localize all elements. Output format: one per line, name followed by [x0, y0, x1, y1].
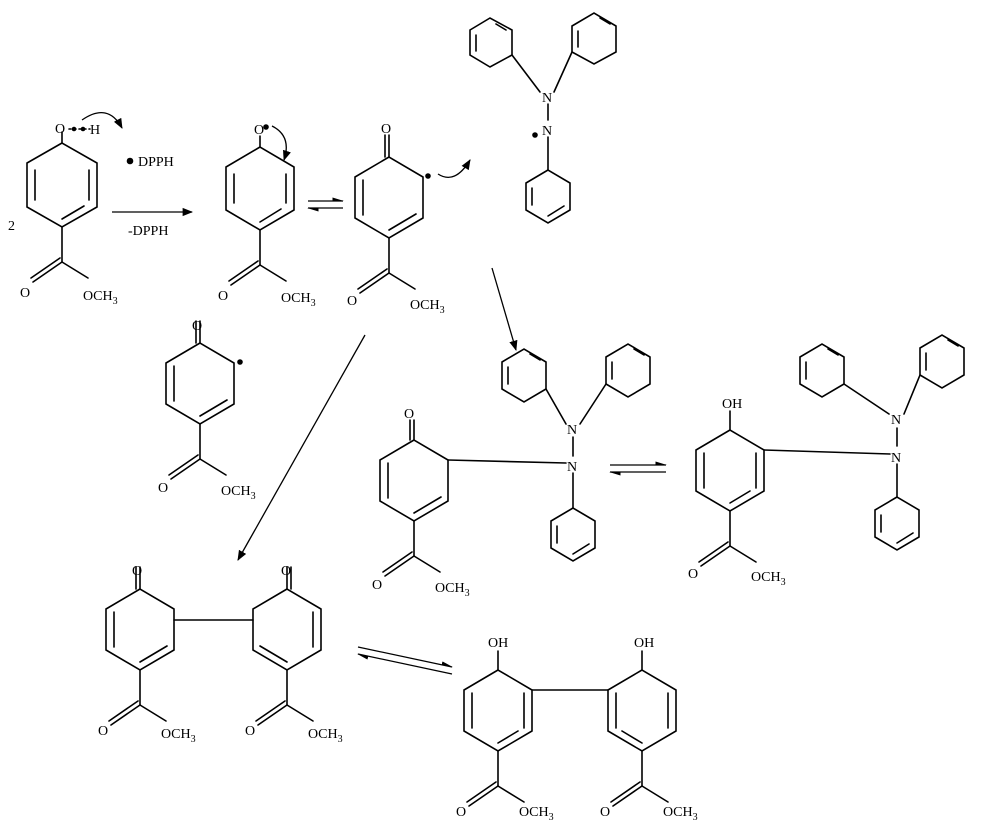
adduct-hydroxyl-label: OH — [722, 397, 742, 412]
methyl-ester-label-5: OCH3 — [435, 581, 470, 599]
ketone-oxygen-label-2: O — [192, 319, 202, 334]
carbonyl-oxygen-label-10: O — [600, 805, 610, 820]
phenoxyl-oxygen-label: O — [254, 123, 264, 138]
adduct-nitrogen-upper-label: N — [567, 423, 577, 438]
methyl-ester-label-9: OCH3 — [519, 805, 554, 822]
adduct-ketone-oxygen-label: O — [404, 407, 414, 422]
equilibrium-arrows-adduct-tautomer — [608, 461, 668, 476]
biphenol-hydroxyl-left-label: OH — [488, 636, 508, 651]
adduct2-nitrogen-upper-label: N — [891, 413, 901, 428]
phenol-oxygen-label: O — [55, 122, 65, 137]
reaction-arrow-dimerization — [237, 334, 366, 561]
methyl-ester-label-6: OCH3 — [751, 570, 786, 588]
dimer-ketone-oxygen-left-label: O — [132, 564, 142, 579]
structure-dpph-adduct-keto: O N N O OCH3 — [372, 343, 651, 599]
carbonyl-oxygen-label-6: O — [688, 567, 698, 582]
methyl-ester-label-2: OCH3 — [281, 291, 316, 309]
methyl-ester-label-10: OCH3 — [663, 805, 698, 822]
biphenol-hydroxyl-right-label: OH — [634, 636, 654, 651]
carbonyl-oxygen-label-4: O — [158, 481, 168, 496]
adduct-nitrogen-lower-label: N — [567, 460, 577, 475]
methyl-ester-label-4: OCH3 — [221, 484, 256, 502]
dpph-radical-label: DPPH — [138, 155, 174, 170]
hydrazyl-nitrogen-1-label: N — [542, 91, 552, 106]
dimer-ketone-oxygen-right-label: O — [281, 564, 291, 579]
carbonyl-oxygen-label-7: O — [98, 724, 108, 739]
methyl-ester-label-7: OCH3 — [161, 727, 196, 745]
hydrazyl-nitrogen-2-label: N — [542, 124, 552, 139]
structure-dimer-keto: O O O OCH3 O OCH3 — [98, 564, 343, 745]
carbonyl-oxygen-label-9: O — [456, 805, 466, 820]
equilibrium-arrows-resonance — [306, 197, 345, 212]
methyl-ester-label: OCH3 — [83, 289, 118, 307]
adduct2-nitrogen-lower-label: N — [891, 451, 901, 466]
structure-cyclohexadienone-radical-2: O O OCH3 — [158, 319, 256, 502]
methyl-ester-label-8: OCH3 — [308, 727, 343, 745]
reaction-arrow-radical-coupling — [491, 267, 518, 351]
equilibrium-arrows-dimer-tautomer — [356, 646, 454, 675]
minus-dpph-label: -DPPH — [128, 224, 168, 239]
carbonyl-oxygen-label: O — [20, 286, 30, 301]
structure-dpph-radical: N N — [469, 12, 617, 224]
stoichiometric-coefficient: 2 — [8, 219, 15, 234]
structure-cyclohexadienone-radical: O O OCH3 — [347, 122, 471, 316]
carbonyl-oxygen-label-3: O — [347, 294, 357, 309]
structure-phenoxyl-radical: O O OCH3 — [218, 123, 316, 309]
carbonyl-oxygen-label-5: O — [372, 578, 382, 593]
methyl-ester-label-3: OCH3 — [410, 298, 445, 316]
ketone-oxygen-label: O — [381, 122, 391, 137]
structure-dpph-adduct-phenol: OH N N O OCH3 — [688, 334, 965, 588]
phenol-hydrogen-label: H — [90, 123, 100, 138]
structure-dimer-biphenol: OH OH O OCH3 O OCH3 — [456, 636, 698, 822]
carbonyl-oxygen-label-8: O — [245, 724, 255, 739]
carbonyl-oxygen-label-2: O — [218, 289, 228, 304]
structure-methyl-paraben: 2 O H DPPH O OCH3 — [8, 112, 174, 307]
